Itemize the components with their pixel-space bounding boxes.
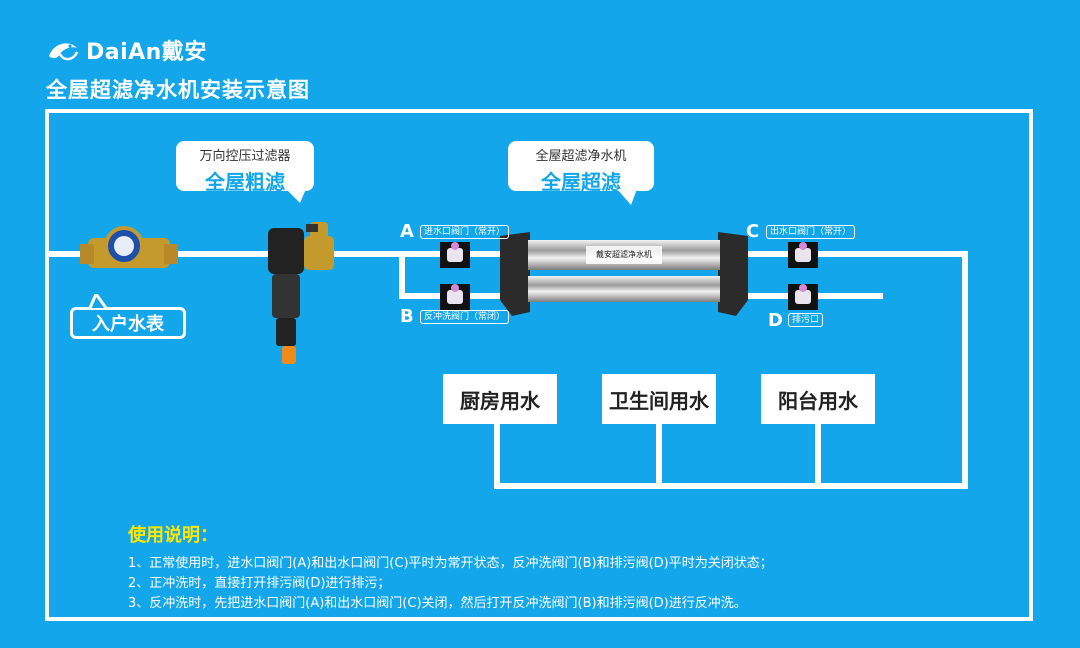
- fish-logo-icon: [49, 43, 79, 61]
- valve-c-tag: 出水口阀门（常开）: [766, 225, 856, 239]
- valve-b-letter: B: [400, 306, 414, 327]
- prefilter-callout-subtitle: 万向控压过滤器: [199, 149, 291, 164]
- valve-a-letter: A: [400, 221, 414, 242]
- brand-logo: DaiAn戴安: [46, 34, 207, 66]
- valve-b-icon: [440, 284, 470, 310]
- page-title: 全屋超滤净水机安装示意图: [46, 78, 310, 102]
- valve-d-tag: 排污口: [788, 313, 824, 327]
- instruction-line: 1、正常使用时，进水口阀门(A)和出水口阀门(C)平时为常开状态，反冲洗阀门(B…: [128, 556, 773, 571]
- instruction-line: 2、正冲洗时，直接打开排污阀(D)进行排污；: [128, 576, 391, 591]
- ultrafilter-device-icon: [500, 232, 748, 316]
- valve-d-icon: [788, 284, 818, 310]
- ultrafilter-callout: 全屋超滤净水机 全屋超滤: [508, 141, 654, 194]
- brand-name: DaiAn戴安: [86, 40, 207, 65]
- ultrafilter-device-label: 戴安超滤净水机: [596, 250, 652, 259]
- instructions-title: 使用说明：: [128, 525, 218, 546]
- water-meter-icon: [80, 226, 178, 268]
- outlet-kitchen: 厨房用水: [443, 374, 557, 424]
- valve-a-tag: 进水口阀门（常开）: [420, 225, 510, 239]
- water-meter-callout: 入户水表: [70, 307, 186, 339]
- instruction-line: 3、反冲洗时，先把进水口阀门(A)和出水口阀门(C)关闭，然后打开反冲洗阀门(B…: [128, 596, 747, 611]
- prefilter-callout: 万向控压过滤器 全屋粗滤: [176, 141, 314, 194]
- prefilter-device-icon: [268, 222, 334, 364]
- prefilter-callout-title: 全屋粗滤: [205, 170, 285, 194]
- valve-a-icon: [440, 242, 470, 268]
- diagram-frame: [45, 109, 1033, 621]
- ultrafilter-callout-title: 全屋超滤: [541, 170, 621, 194]
- valve-c-icon: [788, 242, 818, 268]
- prefilter-callout-tail: [286, 189, 306, 203]
- valve-c-letter: C: [746, 221, 760, 242]
- water-meter-callout-tail: [88, 294, 108, 309]
- valve-b-tag: 反冲洗阀门（常闭）: [420, 310, 510, 324]
- outlet-bathroom: 卫生间用水: [602, 374, 716, 424]
- valve-d-letter: D: [768, 310, 783, 331]
- ultrafilter-callout-subtitle: 全屋超滤净水机: [535, 149, 627, 164]
- ultrafilter-callout-tail: [617, 189, 637, 205]
- outlet-balcony: 阳台用水: [761, 374, 875, 424]
